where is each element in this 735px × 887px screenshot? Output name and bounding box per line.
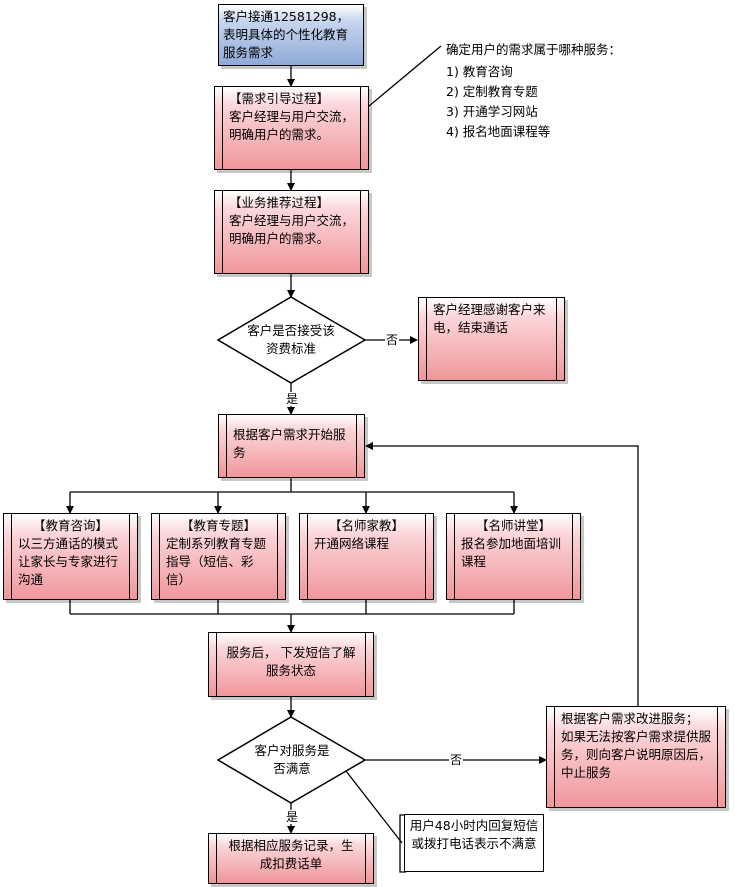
improve-service-box: 根据客户需求改进服务； 如果无法按客户需求提供服务，则向客户说明原因后，中止服务 bbox=[546, 706, 726, 808]
service-box-education-consulting: 【教育咨询】 以三方通话的模式让家长与专家进行沟通 bbox=[3, 513, 138, 600]
arrow-loop-back bbox=[365, 442, 639, 706]
decision-diamond-satisfied bbox=[216, 716, 367, 804]
service-box-lecture: 【名师讲堂】 报名参加地面培训课程 bbox=[446, 513, 581, 600]
start-text: 客户接通12581298，表明具体的个性化教育服务需求 bbox=[223, 9, 350, 60]
end-call-text: 客户经理感谢客户来电，结束通话 bbox=[433, 302, 546, 335]
decision-accept-text: 客户是否接受该资费标准 bbox=[247, 323, 335, 356]
service-box-tutor: 【名师家教】 开通网络课程 bbox=[299, 513, 434, 600]
callout-bracket-48h bbox=[399, 814, 406, 873]
service-body: 以三方通话的模式让家长与专家进行沟通 bbox=[18, 536, 119, 587]
recommend-title: 【业务推荐过程】 bbox=[229, 195, 330, 210]
after-service-box: 服务后， 下发短信了解服务状态 bbox=[208, 632, 374, 697]
callout-48h-box: 用户48小时内回复短信或拨打电话表示不满意 bbox=[404, 814, 544, 872]
demand-body: 客户经理与用户交流， 明确用户的需求。 bbox=[229, 109, 355, 142]
callout-item: 3) 开通学习网站 bbox=[446, 104, 538, 119]
demand-guidance-box: 【需求引导过程】 客户经理与用户交流， 明确用户的需求。 bbox=[214, 86, 369, 170]
label-yes-satisfied: 是 bbox=[285, 810, 300, 824]
billing-box: 根据相应服务记录，生成扣费话单 bbox=[208, 833, 374, 884]
service-box-education-topic: 【教育专题】 定制系列教育专题指导（短信、彩信） bbox=[151, 513, 286, 600]
start-box: 客户接通12581298，表明具体的个性化教育服务需求 bbox=[218, 4, 364, 66]
callout-line-48h bbox=[338, 761, 403, 844]
service-title: 【名师家教】 bbox=[328, 518, 404, 533]
demand-title: 【需求引导过程】 bbox=[229, 91, 330, 106]
callout-intro: 确定用户的需求属于哪种服务： bbox=[446, 42, 622, 57]
callout-item: 1) 教育咨询 bbox=[446, 64, 513, 79]
label-no-satisfied: 否 bbox=[449, 753, 464, 767]
service-body: 开通网络课程 bbox=[314, 536, 390, 551]
callout-service-types: 确定用户的需求属于哪种服务： 1) 教育咨询 2) 定制教育专题 3) 开通学习… bbox=[446, 40, 621, 142]
recommend-body: 客户经理与用户交流， 明确用户的需求。 bbox=[229, 213, 355, 246]
decision-diamond-accept bbox=[216, 296, 367, 384]
service-body: 定制系列教育专题指导（短信、彩信） bbox=[166, 536, 267, 587]
start-service-box: 根据客户需求开始服务 bbox=[218, 414, 365, 478]
end-call-box: 客户经理感谢客户来电，结束通话 bbox=[418, 297, 565, 381]
service-body: 报名参加地面培训课程 bbox=[461, 536, 562, 569]
callout-item: 2) 定制教育专题 bbox=[446, 84, 538, 99]
decision-satisfied-text: 客户对服务是否满意 bbox=[254, 743, 330, 776]
billing-text: 根据相应服务记录，生成扣费话单 bbox=[228, 838, 354, 871]
after-service-text: 服务后， 下发短信了解服务状态 bbox=[226, 645, 356, 678]
start-service-text: 根据客户需求开始服务 bbox=[233, 427, 346, 460]
callout-48h-text: 用户48小时内回复短信或拨打电话表示不满意 bbox=[409, 818, 539, 851]
improve-text: 根据客户需求改进服务； 如果无法按客户需求提供服务，则向客户说明原因后，中止服务 bbox=[561, 711, 712, 780]
service-title: 【名师讲堂】 bbox=[475, 518, 551, 533]
service-title: 【教育专题】 bbox=[180, 518, 256, 533]
service-title: 【教育咨询】 bbox=[32, 518, 108, 533]
business-recommend-box: 【业务推荐过程】 客户经理与用户交流， 明确用户的需求。 bbox=[214, 190, 369, 274]
label-yes-accept: 是 bbox=[285, 392, 300, 406]
callout-item: 4) 报名地面课程等 bbox=[446, 124, 551, 139]
label-no-accept: 否 bbox=[385, 333, 400, 347]
